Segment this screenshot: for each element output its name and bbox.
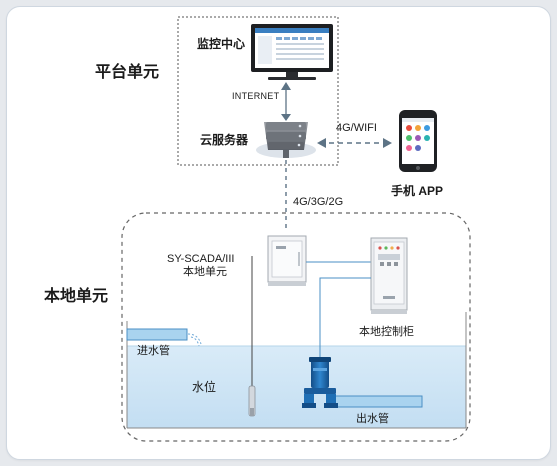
- pump-wire: [319, 277, 371, 370]
- local-unit-box: [121, 212, 471, 442]
- wifi-link-label: 4G/WIFI: [336, 122, 377, 134]
- monitor-center-label: 监控中心: [197, 37, 246, 51]
- platform-unit-box: [177, 16, 339, 166]
- inlet-pipe-label: 进水管: [137, 345, 170, 357]
- control-cabinet-label: 本地控制柜: [359, 326, 414, 338]
- cloud-server-label: 云服务器: [200, 133, 249, 147]
- water-level-label: 水位: [192, 380, 217, 394]
- mobile-app-label: 手机 APP: [391, 184, 444, 198]
- water-tank: [126, 312, 467, 429]
- scada-sub-label: 本地单元: [183, 266, 227, 278]
- level-sensor-icon: [248, 256, 256, 417]
- control-cabinet-icon: [370, 237, 408, 314]
- outlet-pipe: [333, 395, 423, 408]
- mobile-phone-icon: [399, 110, 437, 172]
- internet-label: INTERNET: [232, 91, 280, 101]
- cellular-link-label: 4G/3G/2G: [293, 196, 344, 208]
- local-unit-label: 本地单元: [44, 288, 109, 305]
- scada-device-icon: [267, 235, 307, 286]
- scada-device-label: SY-SCADA/III: [167, 253, 235, 265]
- wifi-arrow: [317, 138, 392, 148]
- monitor-icon: [251, 24, 333, 80]
- outlet-pipe-label: 出水管: [356, 413, 389, 425]
- platform-unit-label: 平台单元: [95, 64, 160, 81]
- pump-icon: [302, 357, 338, 408]
- inlet-pipe: [126, 328, 202, 347]
- internet-arrow: [281, 82, 291, 121]
- cloud-server-icon: [256, 122, 316, 158]
